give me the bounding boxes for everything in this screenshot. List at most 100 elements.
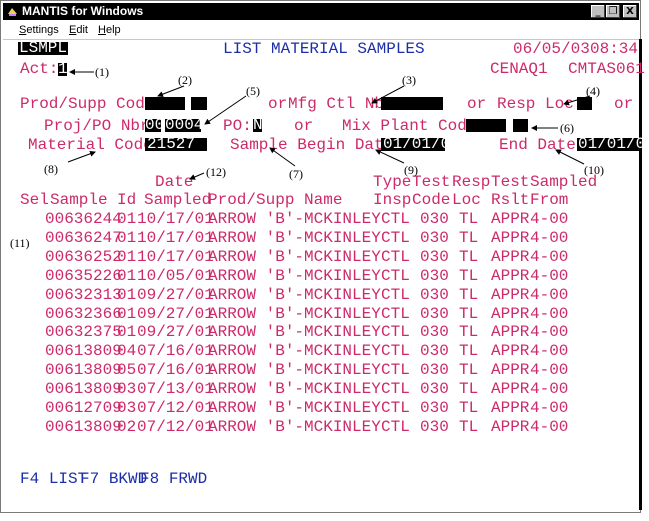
end-date-input[interactable]: 01/01/03 [577, 135, 649, 153]
cell-name: ARROW 'B'-MCKINLEY [208, 361, 381, 380]
prod-supp-label: Prod/Supp Code: [20, 95, 165, 113]
cell-sample: 00613809 [45, 361, 122, 380]
cell-from: 4-00 [530, 417, 569, 436]
menu-edit[interactable]: Edit [69, 24, 88, 36]
callout-2: (2) [178, 73, 192, 87]
header-type: Type [373, 173, 412, 191]
f8-forward-key[interactable]: F8 FRWD [140, 470, 208, 488]
minimize-button[interactable]: _ [591, 5, 605, 18]
cell-date: 09/27/01 [137, 304, 214, 323]
cell-id: 02 [117, 417, 137, 436]
cell-sample: 00635226 [45, 266, 122, 285]
terminal-border [639, 39, 642, 510]
cell-code: 030 [420, 417, 449, 436]
cell-type: CTL [381, 361, 410, 380]
po-nbr-input[interactable]: 0004 [165, 116, 204, 134]
callout-11: (11) [10, 236, 30, 250]
cell-code: 030 [420, 304, 449, 323]
mantis-app-icon [6, 5, 19, 18]
cell-rslt: APPR [491, 361, 530, 380]
cell-loc: TL [459, 285, 479, 304]
po-label: PO: [223, 117, 252, 135]
cell-date: 07/12/01 [137, 417, 214, 436]
cell-id: 01 [117, 247, 137, 266]
cell-from: 4-00 [530, 304, 569, 323]
mix-plant-code-input[interactable] [466, 119, 506, 132]
cell-id: 01 [117, 228, 137, 247]
act-input[interactable]: 1 [58, 60, 68, 78]
header-prod-supp-name: Prod/Supp Name [208, 191, 343, 209]
begin-date-input[interactable]: 01/01/00 [381, 135, 460, 153]
proj-po-label: Proj/PO Nbr: [44, 117, 160, 135]
restore-button[interactable]: ❐ [606, 5, 620, 18]
header-rslt: Rslt [491, 191, 530, 209]
cell-date: 07/16/01 [137, 342, 214, 361]
header-loc: Loc [452, 191, 481, 209]
cell-type: CTL [381, 247, 410, 266]
resp-loc-label: Resp Loc: [497, 95, 584, 113]
cell-name: ARROW 'B'-MCKINLEY [208, 399, 381, 417]
cell-sample: 00613809 [45, 342, 122, 361]
cell-code: 030 [420, 247, 449, 266]
callout-9: (9) [404, 163, 418, 177]
cell-date: 10/17/01 [137, 247, 214, 266]
menu-settings[interactable]: Settings [19, 24, 59, 36]
callout-1: (1) [95, 65, 109, 79]
resp-loc-input[interactable] [577, 97, 592, 110]
header-sample: Sample [50, 191, 108, 209]
cell-name: ARROW 'B'-MCKINLEY [208, 228, 381, 247]
header-id: Id [117, 191, 137, 209]
end-date-label: End Date: [499, 136, 586, 154]
menu-help[interactable]: Help [98, 24, 121, 36]
cell-type: CTL [381, 285, 410, 304]
title-bar[interactable]: MANTIS for Windows _ ❐ X [3, 3, 639, 20]
cell-code: 030 [420, 399, 449, 417]
cell-code: 030 [420, 380, 449, 399]
po-input[interactable]: N [253, 116, 263, 134]
cell-type: CTL [381, 266, 410, 285]
cell-from: 4-00 [530, 247, 569, 266]
f7-backward-key[interactable]: F7 BKWD [80, 470, 148, 488]
cell-type: CTL [381, 210, 410, 228]
proj-nbr-input[interactable]: 00 [145, 116, 165, 134]
prod-supp-code-input[interactable] [145, 97, 185, 110]
cell-type: CTL [381, 304, 410, 323]
restore-icon: ❐ [608, 6, 618, 17]
prod-supp-suffix-input[interactable] [191, 97, 207, 110]
cell-from: 4-00 [530, 399, 569, 417]
cell-id: 05 [117, 361, 137, 380]
header-resp: Resp [452, 173, 491, 191]
f4-list-key[interactable]: F4 LIST [20, 470, 88, 488]
cell-id: 03 [117, 380, 137, 399]
or-label-4: or [294, 117, 314, 135]
cell-rslt: APPR [491, 342, 530, 361]
cell-loc: TL [459, 323, 479, 342]
cell-rslt: APPR [491, 304, 530, 323]
begin-date-label: Sample Begin Date: [230, 136, 403, 154]
cell-id: 01 [117, 323, 137, 342]
cell-from: 4-00 [530, 266, 569, 285]
cell-code: 030 [420, 285, 449, 304]
cell-code: 030 [420, 361, 449, 380]
cell-rslt: APPR [491, 247, 530, 266]
cell-rslt: APPR [491, 380, 530, 399]
org-code: CENAQ1 [490, 60, 548, 78]
cell-sample: 00632313 [45, 285, 122, 304]
close-button[interactable]: X [623, 5, 637, 18]
mix-plant-suffix-input[interactable] [513, 119, 528, 132]
callout-7: (7) [289, 167, 303, 181]
header-sampled-date: Sampled [144, 191, 212, 209]
mfg-ctl-input[interactable] [381, 97, 443, 110]
cell-loc: TL [459, 304, 479, 323]
menu-bar: Settings Edit Help [3, 21, 639, 40]
or-label-2: or [467, 95, 487, 113]
cell-code: 030 [420, 210, 449, 228]
cell-type: CTL [381, 380, 410, 399]
cell-sample: 00636244 [45, 210, 122, 228]
or-label-1: or [268, 95, 288, 113]
cell-loc: TL [459, 342, 479, 361]
material-code-input[interactable]: 21527 [145, 136, 207, 152]
cell-sample: 00636252 [45, 247, 122, 266]
program-id: LSMPL [18, 39, 69, 57]
close-icon: X [626, 6, 634, 17]
